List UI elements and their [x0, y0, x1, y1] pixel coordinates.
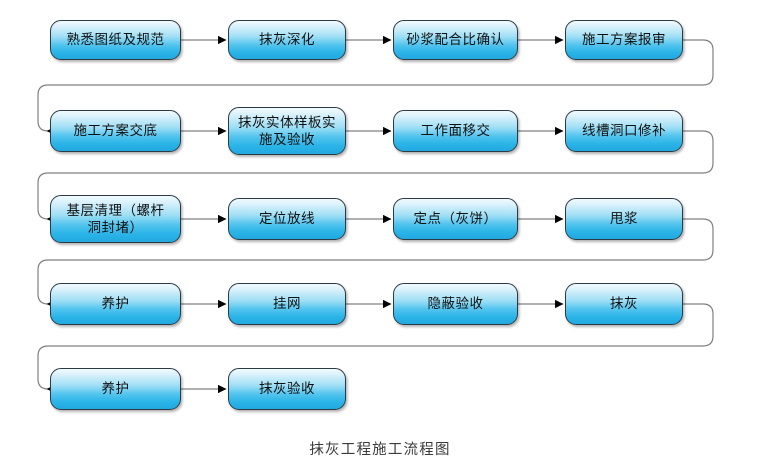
- flow-node-label: 甩浆: [610, 211, 638, 227]
- flow-node-n13[interactable]: 养护: [50, 283, 181, 325]
- flow-node-n4[interactable]: 施工方案报审: [565, 20, 683, 60]
- flow-node-label: 施工方案报审: [582, 32, 666, 48]
- flow-node-n5[interactable]: 施工方案交底: [50, 110, 181, 152]
- flow-node-n3[interactable]: 砂浆配合比确认: [393, 20, 518, 60]
- flow-node-n11[interactable]: 定点（灰饼）: [393, 198, 518, 240]
- flow-node-label: 挂网: [273, 296, 301, 312]
- flow-node-label: 隐蔽验收: [427, 296, 484, 312]
- flow-node-label: 工作面移交: [420, 123, 491, 139]
- wrap-row3-to-row4: [37, 218, 714, 309]
- flow-node-n2[interactable]: 抹灰深化: [228, 20, 346, 60]
- flow-node-label: 定点（灰饼）: [413, 211, 498, 227]
- flow-node-n16[interactable]: 抹灰: [565, 283, 683, 325]
- flow-node-n12[interactable]: 甩浆: [565, 198, 683, 240]
- flow-node-n6[interactable]: 抹灰实体样板实 施及验收: [228, 107, 346, 155]
- flow-node-label: 养护: [101, 381, 130, 397]
- diagram-caption: 抹灰工程施工流程图: [309, 442, 451, 458]
- flow-node-label: 熟悉图纸及规范: [66, 32, 165, 48]
- flow-node-label: 线槽洞口修补: [582, 123, 666, 139]
- flow-node-n14[interactable]: 挂网: [228, 283, 346, 325]
- flow-node-n9[interactable]: 基层清理（螺杆 洞封堵）: [50, 195, 181, 243]
- flow-node-label: 基层清理（螺杆 洞封堵）: [66, 202, 165, 235]
- flow-node-n18[interactable]: 抹灰验收: [228, 368, 346, 410]
- flow-node-label: 抹灰实体样板实 施及验收: [238, 114, 336, 147]
- flow-node-n17[interactable]: 养护: [50, 368, 181, 410]
- flow-node-label: 砂浆配合比确认: [406, 32, 505, 48]
- wrap-row2-to-row3: [37, 130, 714, 224]
- flow-node-n1[interactable]: 熟悉图纸及规范: [50, 20, 181, 60]
- wrap-row1-to-row2: [37, 39, 714, 136]
- flow-node-n15[interactable]: 隐蔽验收: [393, 283, 518, 325]
- flow-node-label: 养护: [101, 296, 130, 312]
- flow-node-label: 抹灰: [610, 296, 638, 312]
- wrap-row4-to-row5: [37, 303, 714, 394]
- flow-node-label: 定位放线: [259, 211, 315, 227]
- flow-node-label: 抹灰验收: [259, 381, 315, 397]
- flow-node-label: 施工方案交底: [73, 123, 158, 139]
- flow-node-n10[interactable]: 定位放线: [228, 198, 346, 240]
- flow-node-n8[interactable]: 线槽洞口修补: [565, 110, 683, 152]
- flow-node-n7[interactable]: 工作面移交: [393, 110, 518, 152]
- flow-node-label: 抹灰深化: [259, 32, 315, 48]
